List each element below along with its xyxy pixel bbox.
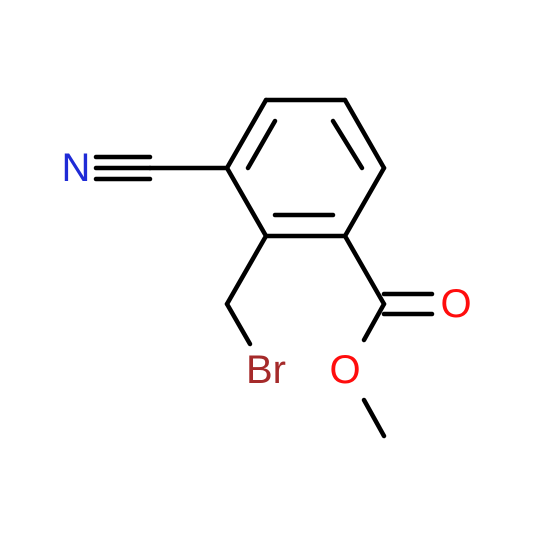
bond-ring-inner-1 [245, 118, 278, 171]
bond-ring-inner-2 [330, 118, 365, 171]
atom-label-bromine: Br [246, 348, 286, 392]
bond-ester-o-to-methyl [361, 397, 387, 439]
atom-label-nitrogen: N [62, 146, 91, 190]
bond-ch2-to-br [224, 301, 253, 347]
bond-ring-to-carbonyl-c [342, 233, 387, 307]
bond-ring-to-ch2 [224, 233, 269, 307]
bond-ring-2 [342, 97, 387, 171]
bond-ring-3 [342, 165, 387, 239]
bond-ring-6 [224, 97, 269, 171]
bond-c-to-ester-o [361, 301, 387, 343]
atom-label-carbonyl-oxygen: O [440, 282, 471, 326]
bond-ring-5 [224, 165, 269, 239]
atom-label-ester-oxygen: O [329, 348, 360, 392]
